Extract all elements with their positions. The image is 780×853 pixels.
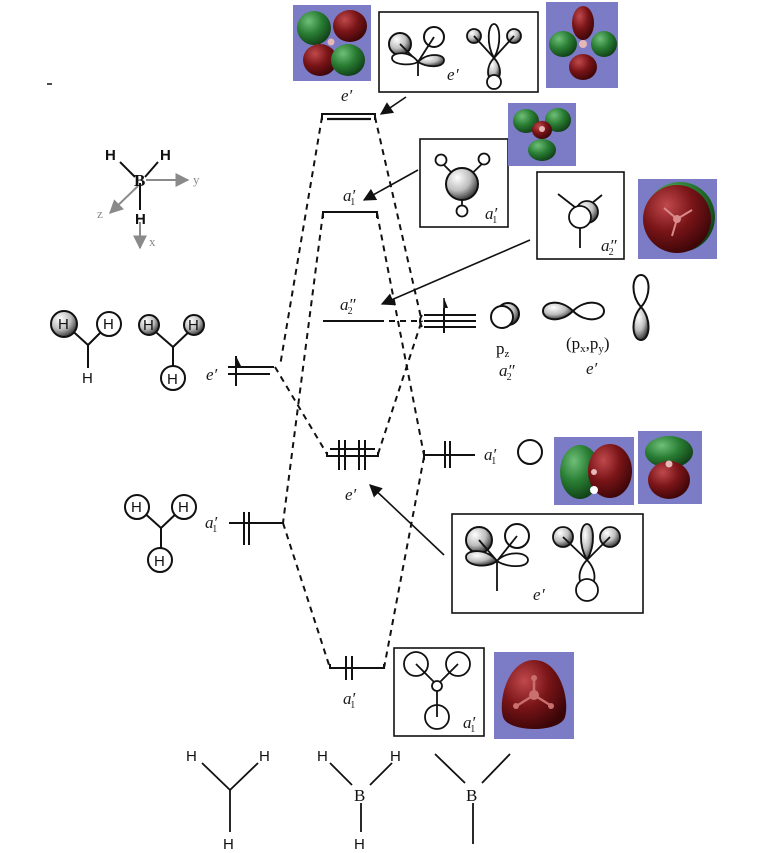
orbital-render-e-prime-1 (293, 5, 371, 81)
pz-orbital-sketch (490, 302, 520, 329)
axis-label-x: x (149, 234, 156, 249)
svg-text:H: H (58, 316, 69, 333)
orbital-render-a1-prime-bonding (494, 652, 574, 739)
mo-levels: e′ a′1 a″2 e′ a′1 (321, 86, 385, 711)
axis-label-y: y (193, 172, 200, 187)
arrow-to-a1-prime-antibonding (362, 169, 419, 201)
px-py-symmetry: e′ (586, 359, 598, 378)
atom-h: H (105, 147, 116, 164)
h3-label-e-prime: e′ (206, 365, 218, 384)
sketch-box-a2-doubleprime: a″2 (536, 171, 625, 260)
pz-symmetry: a″2 (499, 361, 516, 383)
svg-text:H: H (317, 748, 328, 765)
svg-text:B: B (466, 786, 477, 805)
svg-text:H: H (188, 317, 199, 334)
mo-label-a1-prime: a′1 (343, 186, 356, 208)
electron-pair (338, 440, 366, 470)
svg-text:H: H (390, 748, 401, 765)
pz-label: pz (496, 339, 510, 360)
svg-text:′: ′ (455, 65, 459, 84)
mo-label-e-prime: e′ (341, 86, 353, 105)
arrow-to-e-prime-antibonding (379, 96, 407, 115)
svg-text:H: H (259, 748, 270, 765)
sketch-box-a1-prime-antibonding: a′1 (419, 138, 509, 228)
mo-level-e-prime-antibonding (321, 113, 376, 120)
svg-text:H: H (143, 317, 154, 334)
arrow-to-a2-doubleprime (380, 239, 531, 306)
mo-level-a1-prime-bonding (329, 664, 385, 669)
svg-text:H: H (154, 553, 165, 570)
svg-text:H: H (82, 370, 93, 387)
svg-text:H: H (103, 316, 114, 333)
h3-fragment-structure: H H H (186, 748, 270, 853)
mo-level-a1-prime-antibonding (322, 211, 378, 218)
py-orbital-sketch (632, 273, 650, 342)
left-fragment-levels: e′ a′1 (205, 356, 283, 545)
orbital-render-e-prime-2 (546, 2, 618, 88)
mo-label-a1-prime: a′1 (343, 689, 356, 711)
orbital-render-a1-prime-antibonding (508, 103, 576, 166)
mo-level-e-prime-bonding (326, 452, 379, 457)
svg-text:H: H (223, 836, 234, 853)
atom-h: H (160, 147, 171, 164)
electron-pair (345, 656, 353, 680)
h3-e-prime-orbital-2: H H H (138, 314, 205, 391)
svg-text:H: H (167, 371, 178, 388)
svg-text:a′1: a′1 (463, 713, 476, 735)
svg-text:H: H (354, 836, 365, 853)
z-axis-arrow (108, 185, 139, 214)
atom-b: B (134, 171, 145, 190)
h3-label-a1-prime: a′1 (205, 513, 218, 535)
svg-text:a″2: a″2 (601, 236, 618, 258)
svg-text:B: B (354, 786, 365, 805)
s-orbital-sketch (517, 439, 543, 465)
sketch-box-e-prime-bonding: e ′ (451, 513, 644, 614)
h3-e-prime-orbital-1: H H H (50, 310, 122, 387)
sketch-box-e-prime-antibonding: e ′ (378, 11, 539, 93)
sketch-box-a1-prime-bonding: a′1 (393, 647, 485, 737)
px-py-label: (px,py) (566, 334, 610, 355)
svg-text:a′1: a′1 (485, 204, 498, 226)
svg-text:H: H (178, 499, 189, 516)
bh3-structure: B H H H (317, 748, 401, 853)
b-frame-structure: B (434, 753, 511, 844)
orbital-render-e-prime-bonding-1 (554, 437, 634, 505)
atom-h: H (135, 211, 146, 228)
axis-label-z: z (97, 206, 103, 221)
right-fragment-levels: a′1 (419, 298, 543, 468)
coordinate-system: H H B H y z x (97, 147, 200, 250)
px-orbital-sketch (541, 301, 606, 321)
b-label-a1-prime: a′1 (484, 445, 497, 467)
h3-a1-prime-orbital: H H H (124, 494, 197, 573)
svg-text:e: e (447, 65, 455, 84)
mo-label-a2-doubleprime: a″2 (340, 295, 357, 317)
orbital-render-a2-doubleprime (638, 179, 717, 259)
svg-text:H: H (131, 499, 142, 516)
svg-text:H: H (186, 748, 197, 765)
mo-label-e-prime: e′ (345, 485, 357, 504)
orbital-render-e-prime-bonding-2 (638, 431, 702, 504)
svg-text:e: e (533, 585, 541, 604)
svg-text:′: ′ (541, 585, 545, 604)
arrow-to-e-prime-bonding (369, 484, 445, 556)
correlation-lines (274, 116, 425, 669)
